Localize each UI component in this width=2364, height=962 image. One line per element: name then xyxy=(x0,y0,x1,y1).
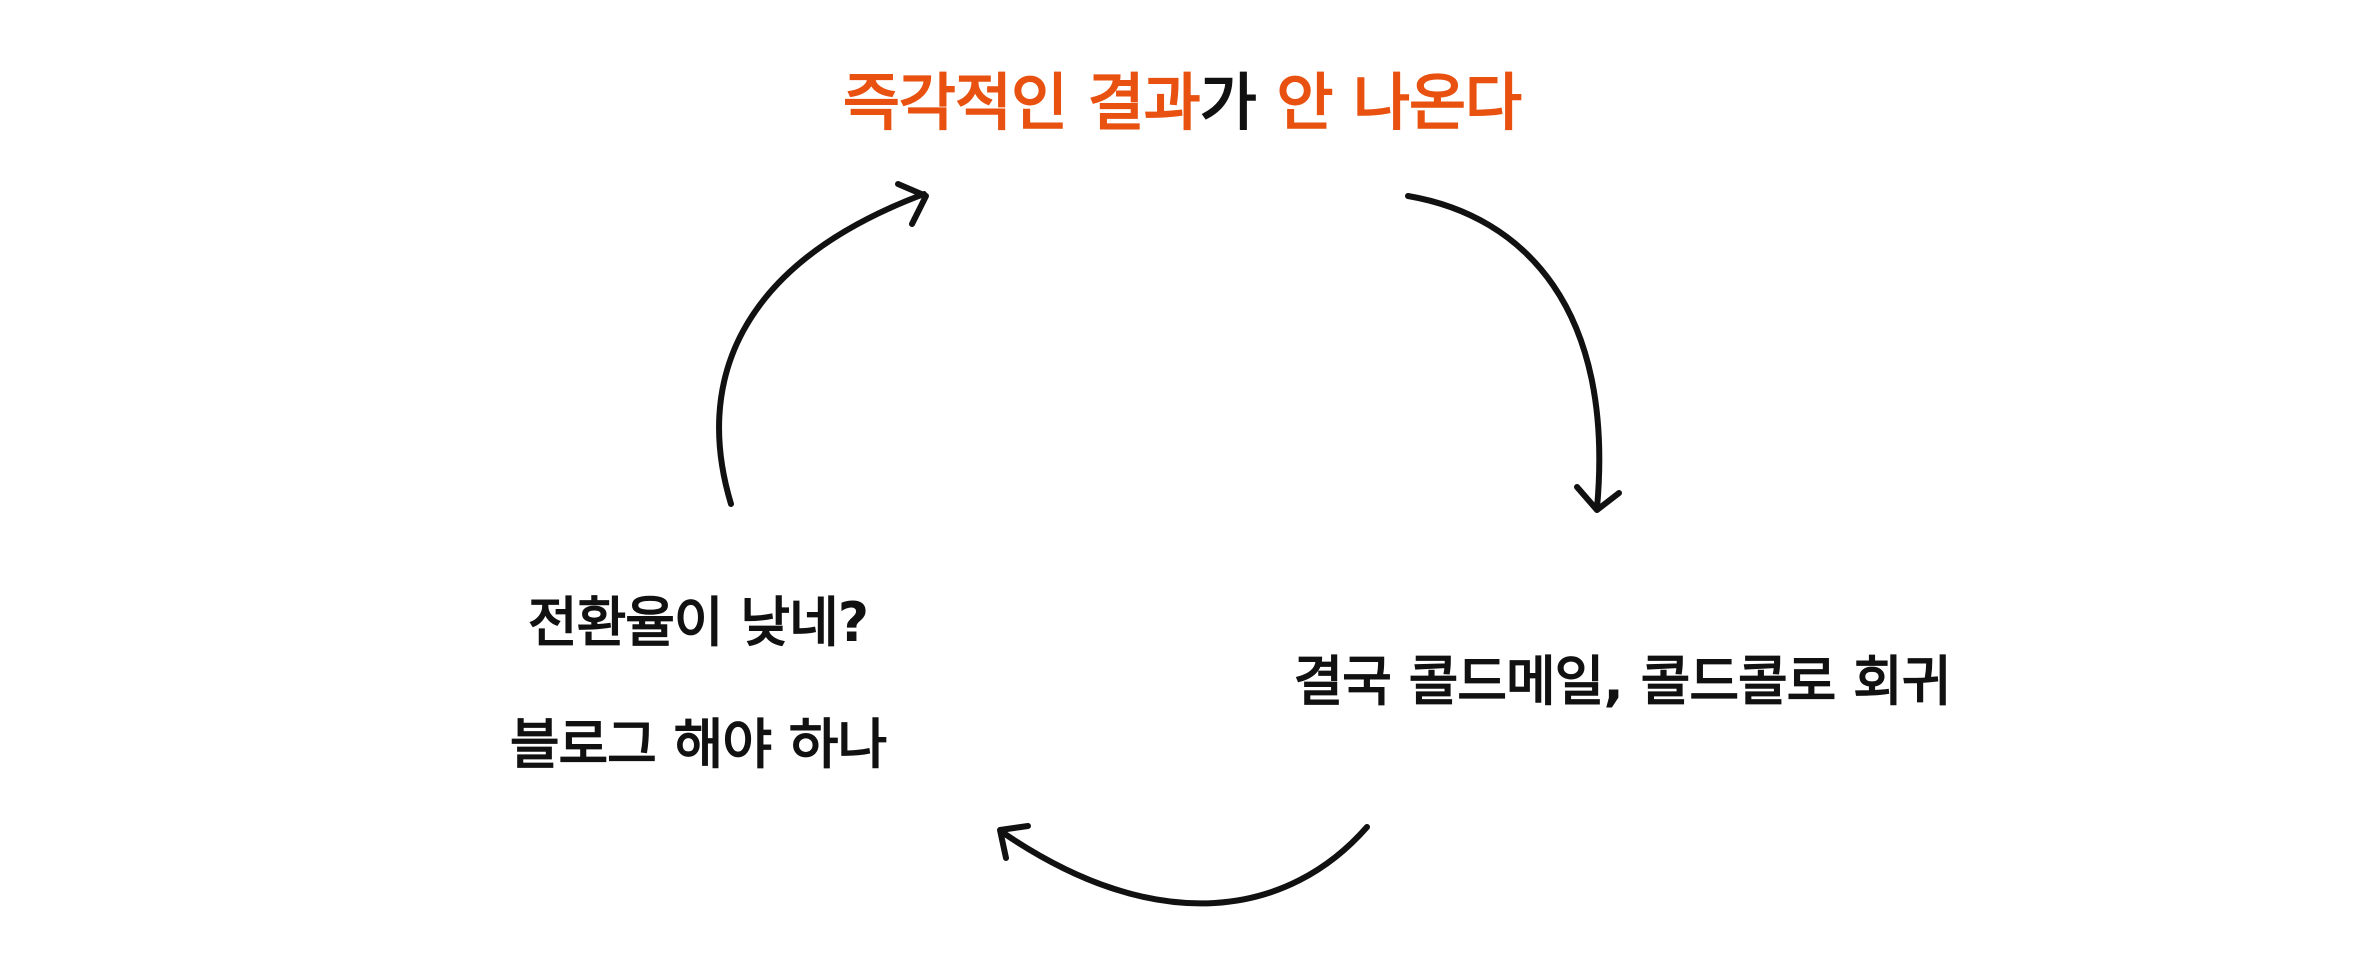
top-to-right-arrow xyxy=(1405,193,1603,511)
top-cycle-label: 즉각적인 결과가 안 나온다 xyxy=(0,52,2364,142)
top-label-part-1: 즉각적인 결과 xyxy=(842,66,1201,139)
right-cycle-label: 결국 콜드메일, 콜드콜로 회귀 xyxy=(1293,650,1951,713)
top-label-part-2: 가 xyxy=(1199,66,1277,139)
left-cycle-label-line1: 전환율이 낮네? xyxy=(527,591,869,654)
right-to-left-arrow xyxy=(999,824,1370,907)
left-cycle-label-line2: 블로그 해야 하나 xyxy=(509,713,887,776)
right-to-left-arrowhead xyxy=(997,823,1031,861)
top-to-right-arrowhead xyxy=(1574,484,1622,513)
left-to-top-arrowhead xyxy=(895,181,929,227)
left-to-top-arrow xyxy=(716,191,927,507)
top-label-part-3: 안 나온다 xyxy=(1276,66,1522,139)
